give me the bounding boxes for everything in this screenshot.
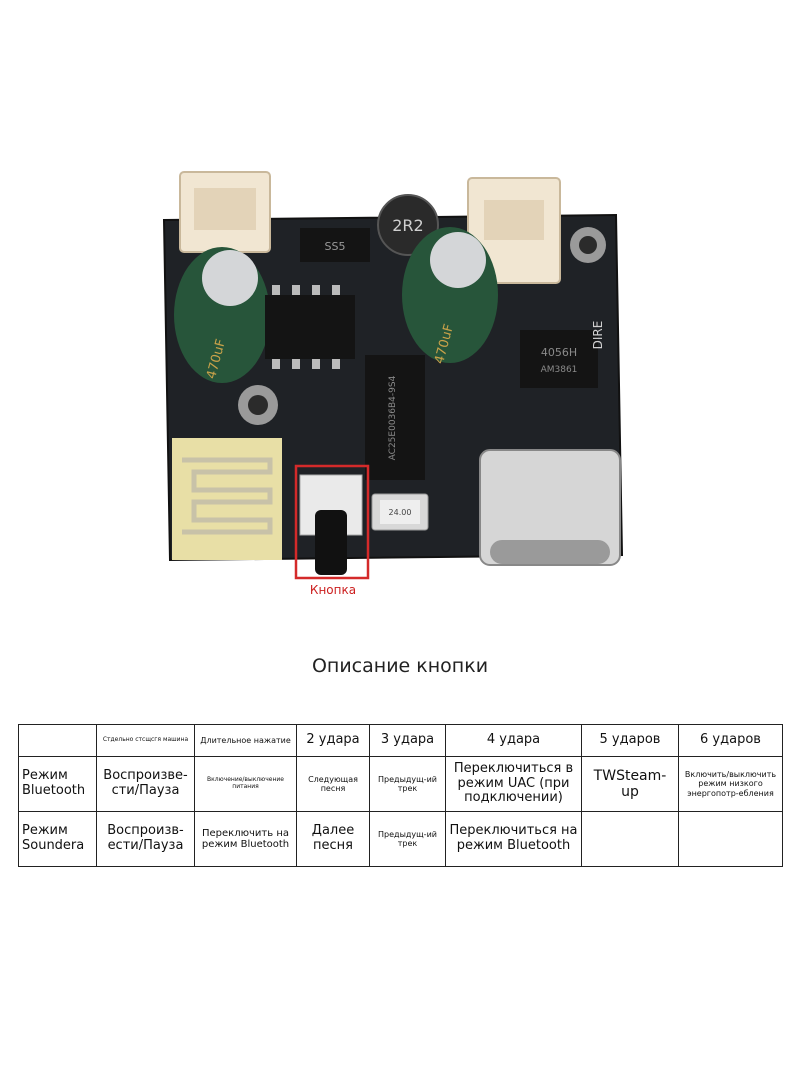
capacitor-right: 470uF (402, 227, 498, 366)
chip-charger: 4056H AM3861 (520, 330, 598, 388)
table-header-row: Стдельно стсщсгя машина Длительное нажат… (18, 724, 783, 757)
table-cell: Предыдущ-ий трек (369, 756, 446, 812)
capacitor-left: 470uF (174, 247, 270, 383)
table-cell (581, 811, 679, 867)
diode: SS5 (300, 228, 370, 262)
header-cell-3-press: 3 удара (369, 724, 446, 757)
silk-label: DIRE (591, 321, 605, 350)
button-caption: Кнопка (309, 583, 357, 597)
table-cell (678, 811, 783, 867)
table-row: Режим Bluetooth Воспроизве-сти/Пауза Вкл… (18, 756, 783, 812)
tactile-button (299, 474, 363, 575)
header-cell-long-press: Длительное нажатие (194, 724, 297, 757)
table-cell: Далее песня (296, 811, 370, 867)
connector-left (179, 171, 271, 253)
header-cell-single-press: Стдельно стсщсгя машина (96, 724, 195, 757)
table-cell: Включить/выключить режим низкого энергоп… (678, 756, 783, 812)
svg-text:SS5: SS5 (325, 240, 346, 253)
crystal: 24.00 (371, 493, 429, 531)
table-cell: Переключить на режим Bluetooth (194, 811, 297, 867)
table-row: Режим Soundera Воспроизв-ести/Пауза Пере… (18, 811, 783, 867)
page-title: Описание кнопки (311, 655, 489, 677)
table-cell: TWSteam-up (581, 756, 679, 812)
svg-text:4056H: 4056H (541, 346, 577, 359)
usb-c-port (479, 449, 621, 566)
table-cell: Предыдущ-ий трек (369, 811, 446, 867)
table-cell: Включение/выключение питания (194, 756, 297, 812)
svg-text:2R2: 2R2 (392, 216, 423, 235)
row-mode-label: Режим Bluetooth (18, 756, 97, 812)
header-cell-4-press: 4 удара (445, 724, 582, 757)
button-highlight-box (294, 464, 370, 580)
table-cell: Переключиться в режим UAC (при подключен… (445, 756, 582, 812)
table-cell: Следующая песня (296, 756, 370, 812)
header-cell-empty (18, 724, 97, 757)
pcb-board-illustration: 2R2 470uF 470uF SS5 (162, 171, 624, 580)
svg-text:AC25E0036B4-9S4: AC25E0036B4-9S4 (388, 375, 398, 460)
button-functions-table: Стдельно стсщсгя машина Длительное нажат… (18, 724, 783, 867)
antenna-area (172, 438, 282, 560)
table-cell: Воспроизв-ести/Пауза (96, 811, 195, 867)
svg-text:24.00: 24.00 (389, 508, 412, 517)
table-cell: Воспроизве-сти/Пауза (96, 756, 195, 812)
header-cell-6-press: 6 ударов (678, 724, 783, 757)
connector-right (467, 177, 561, 284)
row-mode-label: Режим Soundera (18, 811, 97, 867)
header-cell-2-press: 2 удара (296, 724, 370, 757)
svg-text:AM3861: AM3861 (541, 365, 578, 375)
chip-main: AC25E0036B4-9S4 (365, 355, 425, 480)
table-cell: Переключиться на режим Bluetooth (445, 811, 582, 867)
product-photo: 2R2 470uF 470uF SS5 (150, 160, 640, 600)
chip-amp (265, 285, 355, 369)
antenna-trace (182, 457, 273, 535)
header-cell-5-press: 5 ударов (581, 724, 679, 757)
